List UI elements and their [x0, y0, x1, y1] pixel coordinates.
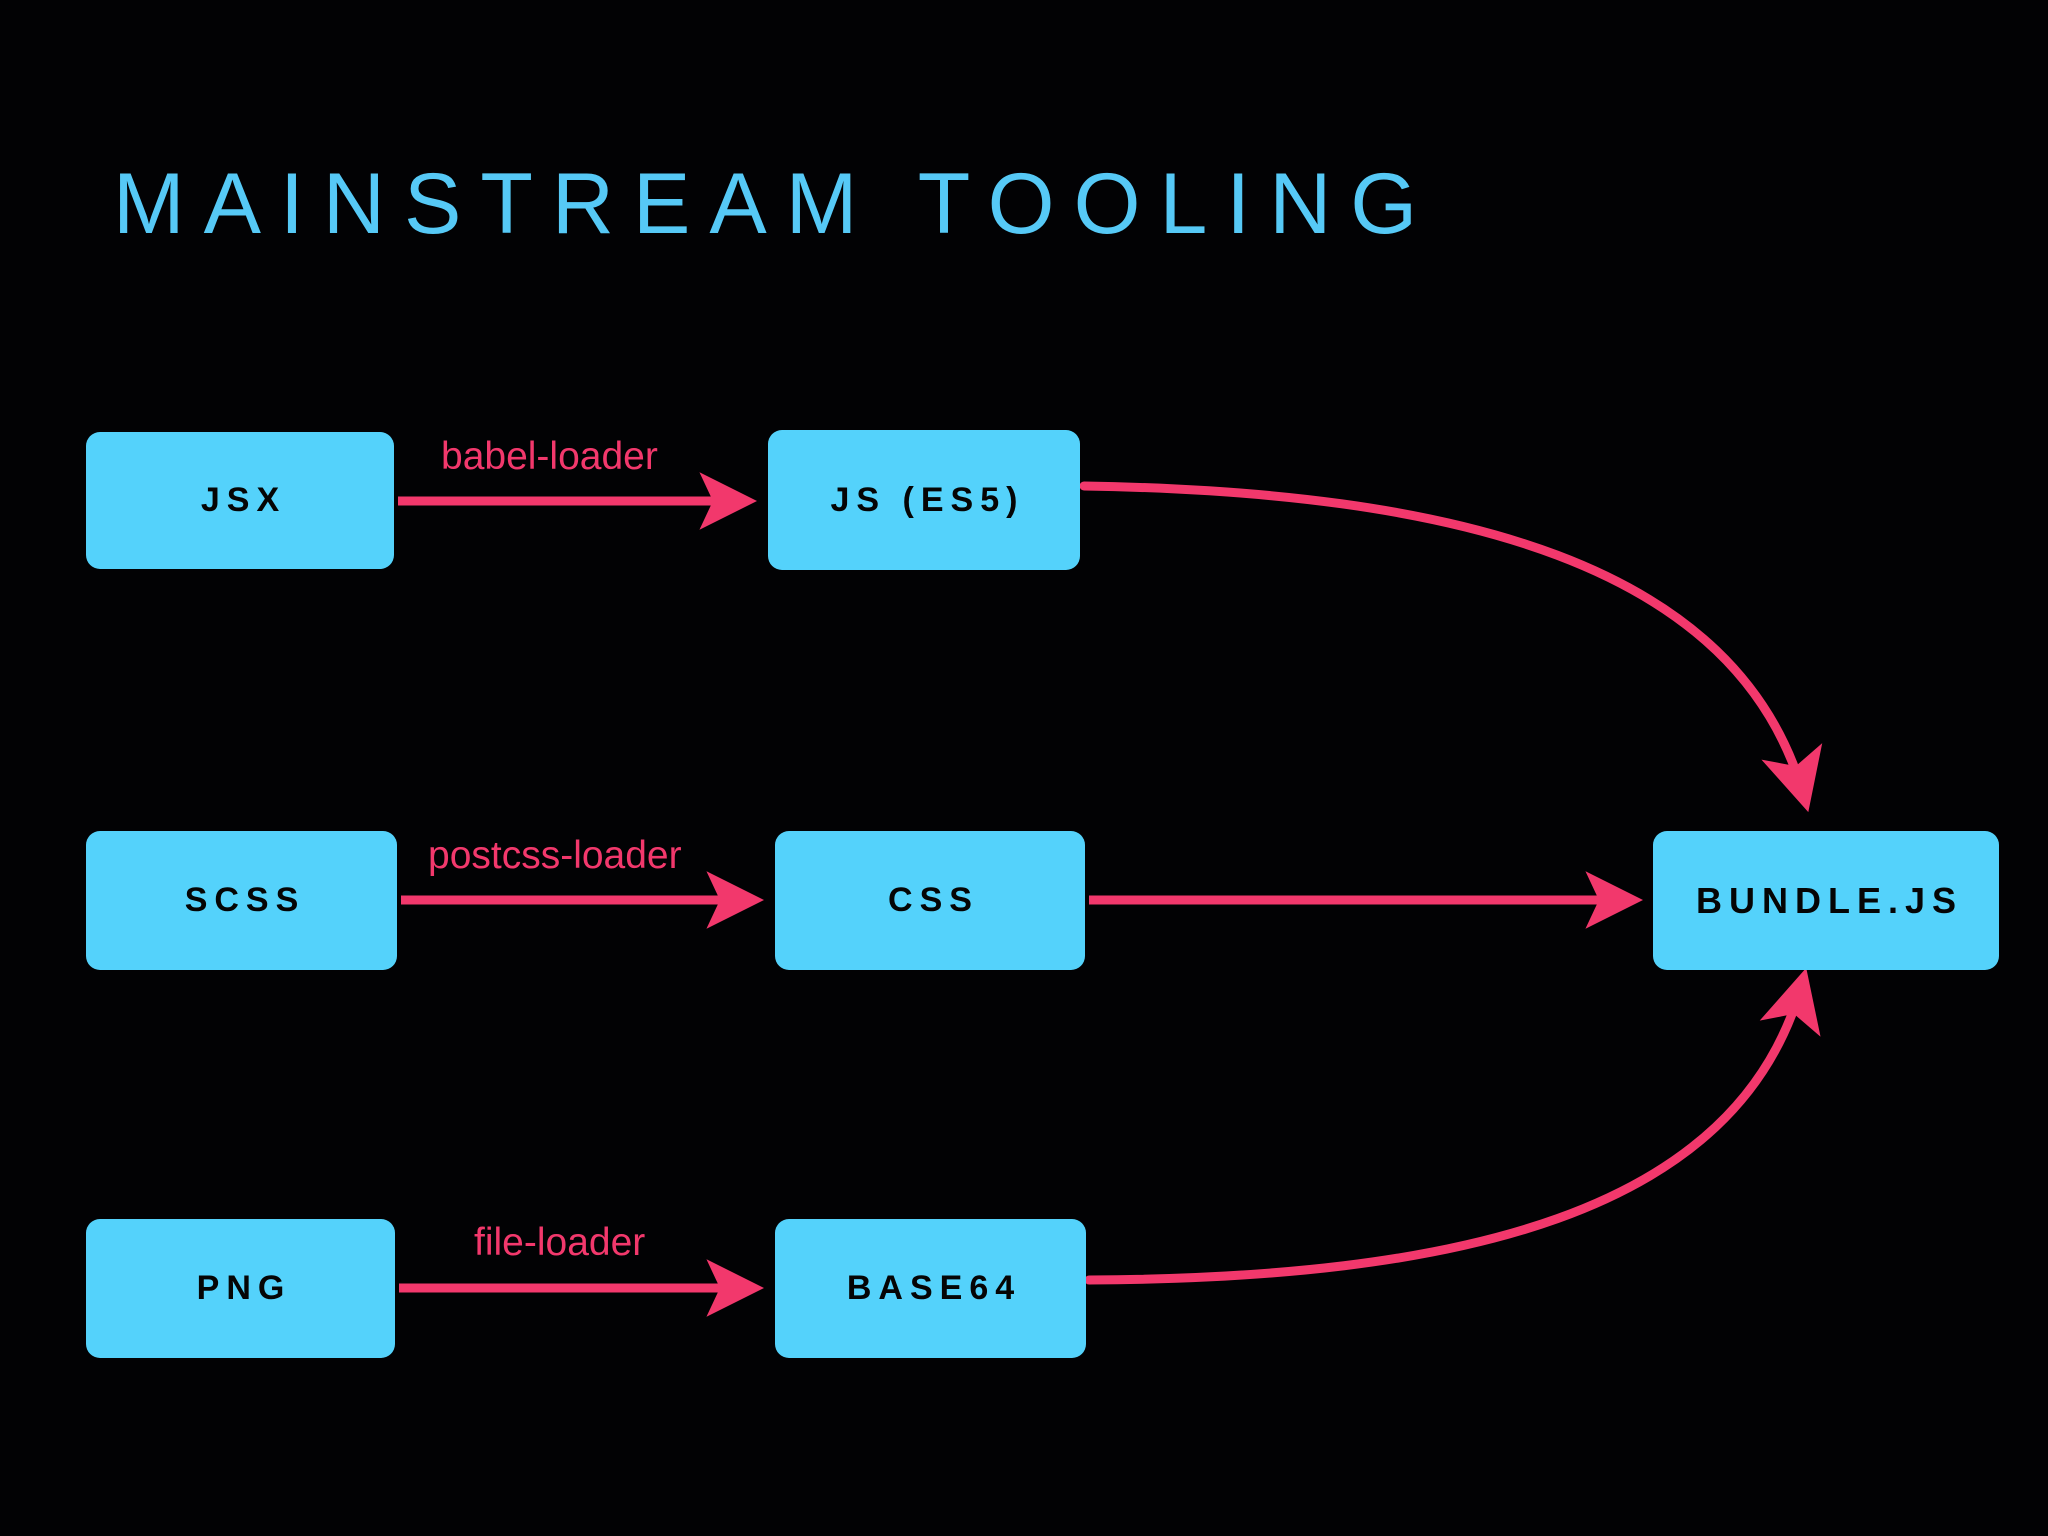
node-base64[interactable]: BASE64	[775, 1219, 1086, 1358]
edge-label-file-loader: file-loader	[474, 1221, 646, 1264]
node-css[interactable]: CSS	[775, 831, 1085, 970]
node-png[interactable]: PNG	[86, 1219, 395, 1358]
node-png-label: PNG	[196, 1269, 292, 1307]
node-css-label: CSS	[888, 881, 979, 919]
edge-label-postcss-loader: postcss-loader	[428, 834, 682, 877]
node-scss[interactable]: SCSS	[86, 831, 397, 970]
node-js-es5[interactable]: JS (ES5)	[768, 430, 1080, 570]
node-jsx-label: JSX	[200, 481, 287, 519]
node-scss-label: SCSS	[184, 881, 306, 919]
node-bundle-js-label: BUNDLE.JS	[1695, 879, 1964, 921]
node-js-es5-label: JS (ES5)	[830, 480, 1025, 519]
arrow-js-to-bundle	[1079, 481, 1823, 813]
node-jsx[interactable]: JSX	[86, 432, 394, 569]
page-title: MAINSTREAM TOOLING	[113, 155, 1437, 252]
node-base64-label: BASE64	[846, 1269, 1022, 1307]
arrow-base64-to-bundle	[1084, 967, 1821, 1285]
edge-label-babel-loader: babel-loader	[441, 435, 658, 478]
node-bundle-js[interactable]: BUNDLE.JS	[1653, 831, 1999, 970]
